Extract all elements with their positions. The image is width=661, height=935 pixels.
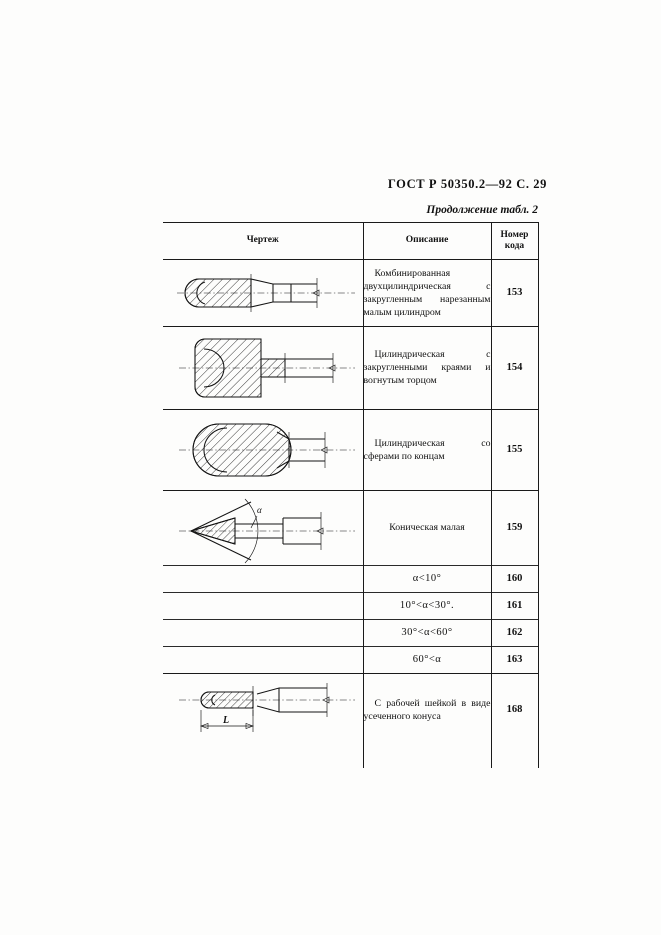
description-cell-154: Цилиндрическая с закругленными краями и … [362,326,491,410]
drawing-cell-168: L [163,673,363,746]
standard-header: ГОСТ Р 50350.2—92 С. 29 [387,177,547,191]
description-cell-162: 30°<α<60° [362,619,491,647]
description-cell-153: Комбинированная двухцилиндрическая с зак… [362,259,491,327]
table-row: α Коническая малая 159 [163,490,539,566]
header-code-line1: Номер [500,230,529,240]
drawing-cell-154 [163,326,363,409]
header-code: Номер кода [490,222,539,260]
description-cell-159: Коническая малая [362,490,491,566]
code-cell-163: 163 [490,646,539,674]
code-cell-155: 155 [490,409,539,491]
code-cell-160: 160 [490,565,539,593]
drawing-cell-162 [163,619,363,646]
table-row: α<10° 160 [163,565,539,593]
table-row: 60°<α 163 [163,646,539,674]
table-row: Цилиндрическая со сферами по концам 155 [163,409,539,491]
trailing-drawing-cell [163,746,363,768]
drawing-cell-161 [163,592,363,619]
cylinder-spherical-ends-icon [178,423,355,477]
header-drawing: Чертеж [246,235,279,246]
drawing-cell-159: α [163,490,363,565]
code-cell-168: 168 [490,673,539,746]
description-cell-168: С рабочей шейкой в виде усеченного конус… [362,673,491,746]
table-trailing-row [163,745,539,768]
description-cell-155: Цилиндрическая со сферами по концам [362,409,491,491]
table-row: 10°<α<30°. 161 [163,592,539,620]
description-cell-160: α<10° [362,565,491,593]
code-cell-162: 162 [490,619,539,647]
description-cell-161: 10°<α<30°. [362,592,491,620]
table-row: L С рабочей шейкой в виде усеченного кон… [163,673,539,746]
header-code-line2: кода [504,240,525,251]
drawing-cell-155 [163,409,363,490]
working-neck-truncated-cone-icon: L [178,682,355,732]
parts-code-table: Чертеж Описание Номер кода [163,222,539,768]
trailing-description-cell [362,745,491,768]
header-description: Описание [362,222,491,260]
table-header-row: Чертеж Описание Номер кода [163,222,539,260]
small-cone-with-angle-alpha-icon: α [178,498,355,564]
trailing-code-cell [490,745,539,768]
code-cell-161: 161 [490,592,539,620]
table-continuation-label: Продолжение табл. 2 [426,204,538,216]
table-row: Комбинированная двухцилиндрическая с зак… [163,259,539,327]
alpha-angle-label: α [257,505,262,515]
combined-two-cylinder-rounded-threaded-icon [176,273,355,312]
drawing-cell-160 [163,565,363,592]
table-row: Цилиндрическая с закругленными краями и … [163,326,539,410]
drawing-cell-163 [163,646,363,673]
cylinder-rounded-edges-concave-end-icon [178,338,355,398]
code-cell-159: 159 [490,490,539,566]
length-dimension-label: L [222,715,229,726]
code-cell-153: 153 [490,259,539,327]
table-row: 30°<α<60° 162 [163,619,539,647]
code-cell-154: 154 [490,326,539,410]
description-cell-163: 60°<α [362,646,491,674]
drawing-cell-153 [163,259,363,326]
